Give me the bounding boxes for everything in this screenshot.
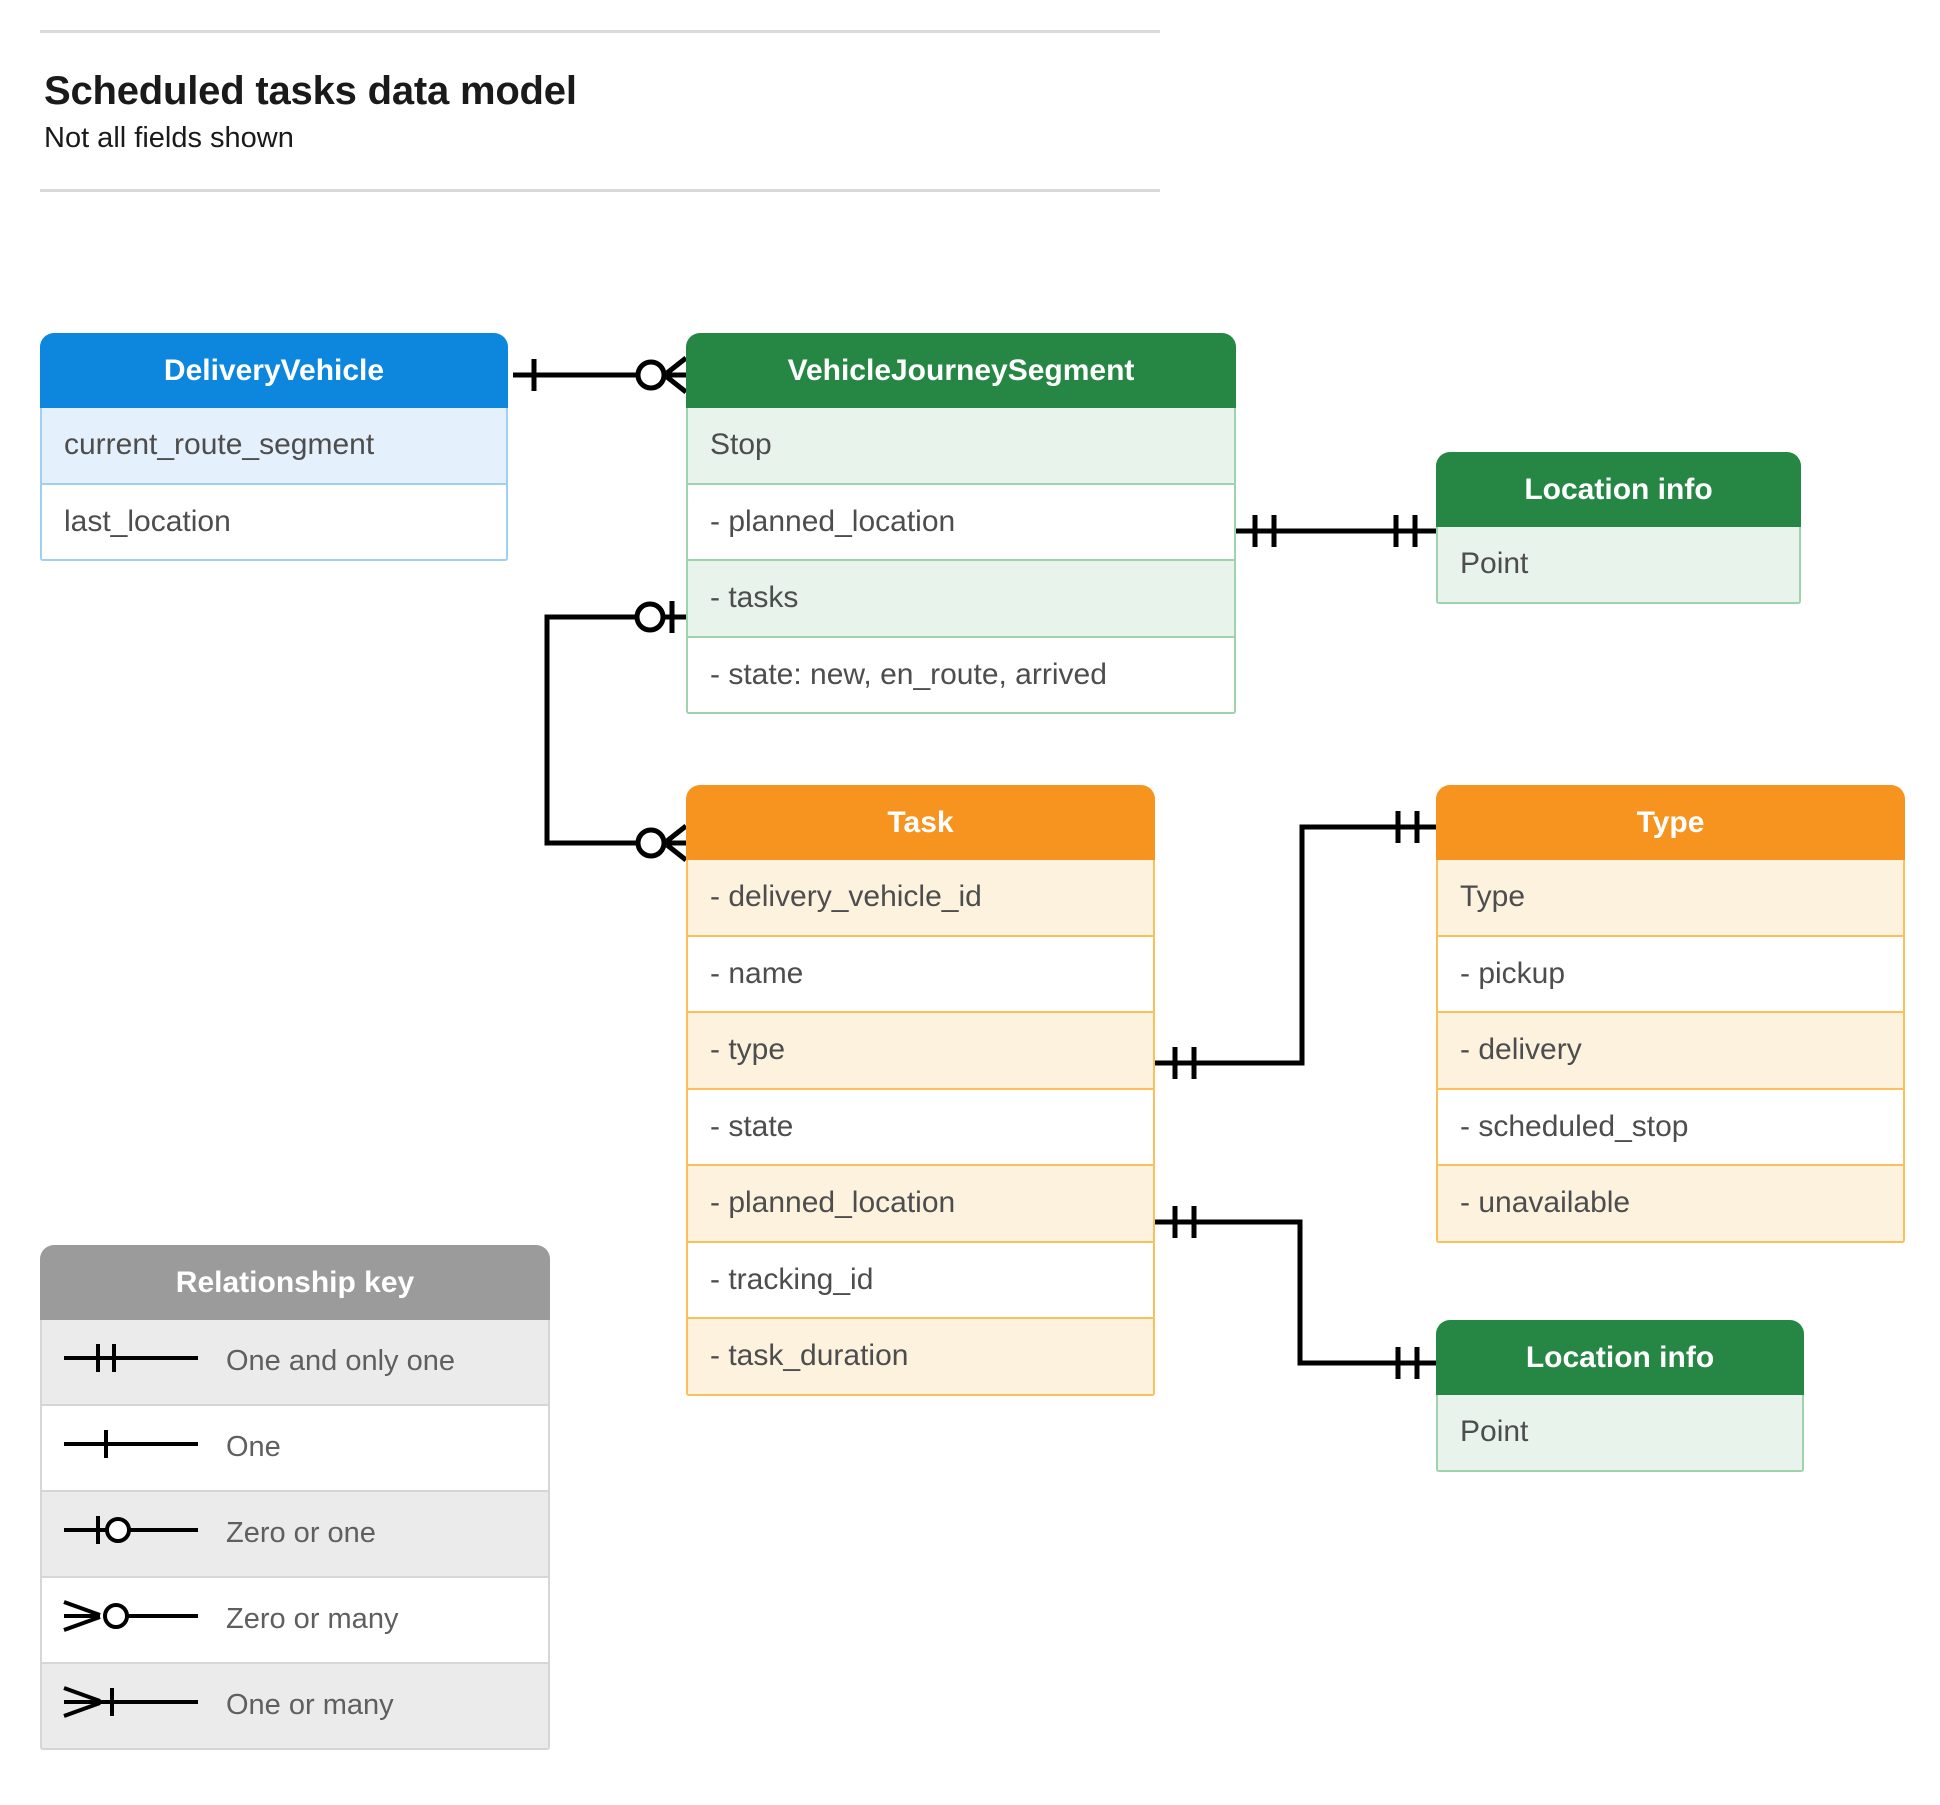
connector-task-location-to-location-bottom <box>1155 1219 1436 1366</box>
field-row[interactable]: - delivery <box>1438 1011 1903 1088</box>
entity-type-rows: Type - pickup - delivery - scheduled_sto… <box>1436 860 1905 1243</box>
legend-item: Zero or one <box>42 1490 548 1576</box>
relationship-key-rows: One and only one One <box>40 1320 550 1750</box>
field-row[interactable]: - name <box>688 934 1153 1011</box>
field-row[interactable]: Point <box>1438 527 1799 602</box>
legend-item: One <box>42 1404 548 1490</box>
entity-delivery-vehicle[interactable]: DeliveryVehicle current_route_segment la… <box>40 333 508 561</box>
entity-task-title: Task <box>686 785 1155 860</box>
entity-delivery-vehicle-title: DeliveryVehicle <box>40 333 508 408</box>
page-title: Scheduled tasks data model <box>44 69 577 113</box>
one-or-many-symbol <box>56 1682 206 1730</box>
field-row[interactable]: - scheduled_stop <box>1438 1087 1903 1164</box>
legend-item-label: Zero or one <box>226 1517 376 1550</box>
header-rule-bottom <box>40 189 1160 192</box>
field-row[interactable]: - state: new, en_route, arrived <box>688 635 1234 712</box>
entity-location-info-bottom-rows: Point <box>1436 1395 1804 1472</box>
entity-vehicle-journey-segment-rows: Stop - planned_location - tasks - state:… <box>686 408 1236 714</box>
field-row[interactable]: Type <box>1438 860 1903 935</box>
field-row[interactable]: - tracking_id <box>688 1240 1153 1317</box>
legend-item-label: One and only one <box>226 1345 455 1378</box>
entity-location-info-bottom[interactable]: Location info Point <box>1436 1320 1804 1472</box>
field-row[interactable]: - planned_location <box>688 482 1234 559</box>
entity-task[interactable]: Task - delivery_vehicle_id - name - type… <box>686 785 1155 1396</box>
document-header: Scheduled tasks data model Not all field… <box>40 30 1160 192</box>
field-row[interactable]: last_location <box>42 482 506 559</box>
field-row[interactable]: - type <box>688 1011 1153 1088</box>
field-row[interactable]: - state <box>688 1087 1153 1164</box>
entity-task-rows: - delivery_vehicle_id - name - type - st… <box>686 860 1155 1396</box>
field-row[interactable]: - delivery_vehicle_id <box>688 860 1153 935</box>
field-row[interactable]: - pickup <box>1438 934 1903 1011</box>
legend-item-label: Zero or many <box>226 1603 399 1636</box>
zero-or-one-symbol <box>56 1510 206 1558</box>
legend-item-label: One <box>226 1431 281 1464</box>
field-row[interactable]: current_route_segment <box>42 408 506 483</box>
connector-tasks-to-task <box>544 614 686 846</box>
field-row[interactable]: - task_duration <box>688 1317 1153 1394</box>
entity-location-info-top-title: Location info <box>1436 452 1801 527</box>
one-symbol <box>56 1424 206 1472</box>
entity-delivery-vehicle-rows: current_route_segment last_location <box>40 408 508 561</box>
entity-type-title: Type <box>1436 785 1905 860</box>
entity-type[interactable]: Type Type - pickup - delivery - schedule… <box>1436 785 1905 1243</box>
relationship-key-title: Relationship key <box>40 1245 550 1320</box>
legend-item: Zero or many <box>42 1576 548 1662</box>
connector-task-type-to-type <box>1155 824 1436 1066</box>
field-row[interactable]: - unavailable <box>1438 1164 1903 1241</box>
relationship-key-legend: Relationship key One and only one <box>40 1245 550 1750</box>
legend-item: One or many <box>42 1662 548 1748</box>
entity-vehicle-journey-segment-title: VehicleJourneySegment <box>686 333 1236 408</box>
header-rule-top <box>40 30 1160 33</box>
field-row[interactable]: Stop <box>688 408 1234 483</box>
page-subtitle: Not all fields shown <box>44 122 294 154</box>
zero-or-many-symbol <box>56 1596 206 1644</box>
legend-item-label: One or many <box>226 1689 394 1722</box>
entity-location-info-top[interactable]: Location info Point <box>1436 452 1801 604</box>
entity-location-info-bottom-title: Location info <box>1436 1320 1804 1395</box>
entity-vehicle-journey-segment[interactable]: VehicleJourneySegment Stop - planned_loc… <box>686 333 1236 714</box>
field-row[interactable]: Point <box>1438 1395 1802 1470</box>
legend-item: One and only one <box>42 1320 548 1404</box>
field-row[interactable]: - tasks <box>688 559 1234 636</box>
field-row[interactable]: - planned_location <box>688 1164 1153 1241</box>
one-and-only-one-symbol <box>56 1338 206 1386</box>
entity-location-info-top-rows: Point <box>1436 527 1801 604</box>
